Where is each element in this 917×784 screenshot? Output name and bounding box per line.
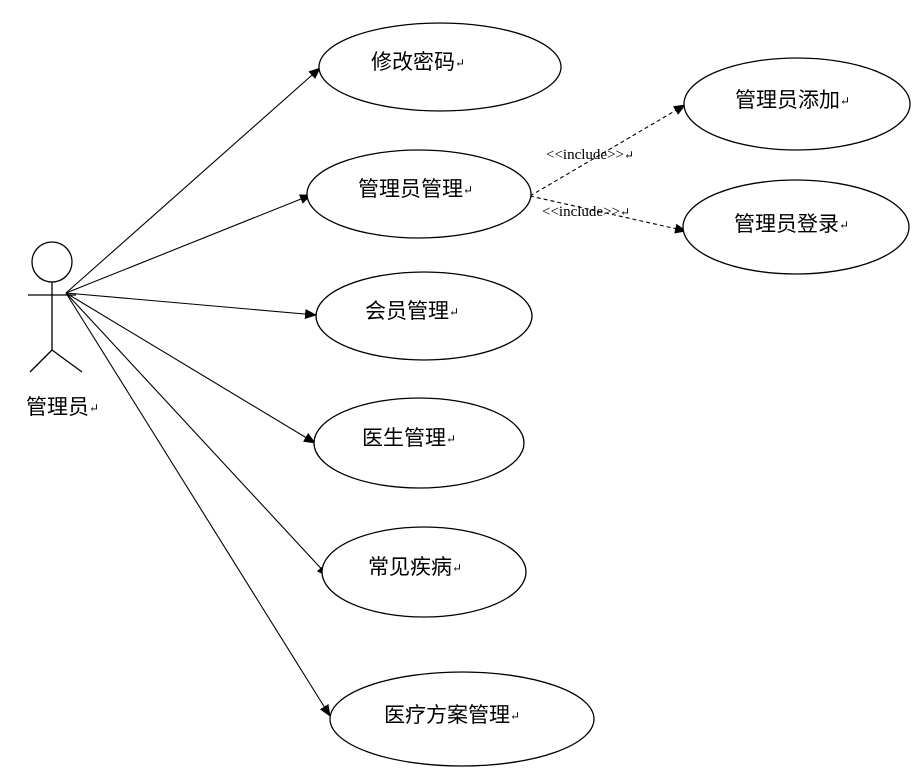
paragraph-mark: ↵: [839, 218, 849, 232]
paragraph-mark: ↵: [89, 401, 99, 415]
association-admin-management: [65, 194, 312, 294]
paragraph-mark: ↵: [463, 183, 473, 197]
paragraph-mark: ↵: [452, 561, 462, 575]
include-relations: <<include>>↵ <<include>>↵: [529, 104, 687, 234]
use-case-doctor-management: 医生管理↵: [313, 397, 525, 489]
use-case-label: 管理员添加↵: [735, 88, 850, 112]
paragraph-mark: ↵: [449, 305, 459, 319]
actor-label: 管理员↵: [26, 395, 99, 419]
use-case-label: 医疗方案管理↵: [384, 703, 520, 727]
paragraph-mark: ↵: [624, 148, 634, 162]
paragraph-mark: ↵: [455, 56, 465, 70]
include-line-admin-add: [529, 104, 686, 197]
paragraph-mark: ↵: [620, 205, 630, 219]
actor-left-leg: [29, 349, 53, 373]
paragraph-mark: ↵: [510, 709, 520, 723]
association-doctor-management: [65, 292, 316, 444]
use-case-label: 管理员登录↵: [734, 212, 849, 236]
association-treatment-plan: [65, 292, 331, 717]
use-case-common-diseases: 常见疾病↵: [321, 526, 527, 618]
actor-head: [31, 241, 73, 283]
use-case-treatment-plan-management: 医疗方案管理↵: [329, 671, 595, 767]
include-label-admin-add: <<include>>↵: [546, 147, 634, 163]
use-case-label: 会员管理↵: [365, 299, 459, 323]
paragraph-mark: ↵: [840, 94, 850, 108]
use-case-change-password: 修改密码↵: [318, 22, 562, 112]
association-common-diseases: [65, 292, 329, 577]
use-case-label: 管理员管理↵: [358, 177, 473, 201]
use-case-label: 医生管理↵: [362, 426, 456, 450]
paragraph-mark: ↵: [446, 432, 456, 446]
use-case-admin-login: 管理员登录↵: [682, 179, 910, 275]
associations: [65, 67, 331, 717]
use-case-label: 修改密码↵: [371, 50, 465, 74]
use-case-admin-add: 管理员添加↵: [683, 57, 911, 151]
association-change-password: [65, 67, 321, 294]
use-case-member-management: 会员管理↵: [315, 271, 533, 361]
use-case-label: 常见疾病↵: [368, 555, 462, 579]
actor-admin: 管理员↵: [26, 241, 99, 419]
actor-right-leg: [51, 349, 83, 373]
include-line-admin-login: [529, 195, 687, 234]
use-case-admin-management: 管理员管理↵: [306, 149, 532, 239]
association-member-management: [65, 292, 317, 320]
include-label-admin-login: <<include>>↵: [542, 204, 630, 220]
